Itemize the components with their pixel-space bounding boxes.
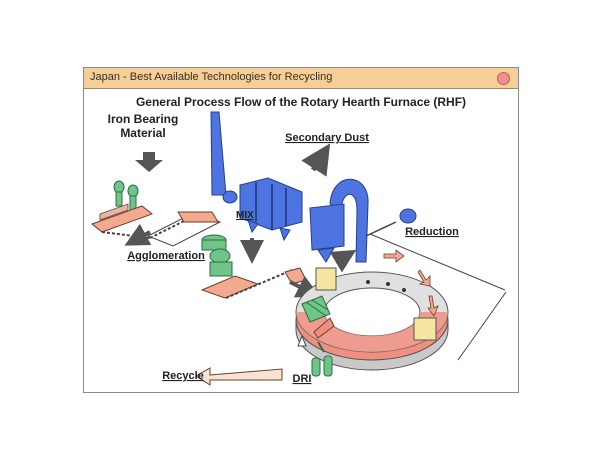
dust-collector bbox=[309, 203, 345, 251]
mixer-conveyor bbox=[146, 211, 222, 247]
green-hoppers bbox=[113, 180, 139, 211]
recycle-arrow-icon bbox=[195, 367, 283, 386]
discharge-screw bbox=[301, 295, 335, 339]
baghouse bbox=[239, 177, 303, 242]
iron-bearing-label-1: Iron Bearing bbox=[108, 112, 179, 126]
secondary-dust-arrow-icon bbox=[301, 143, 331, 177]
mix-label: MIX bbox=[236, 210, 254, 221]
reduction-fan-icon bbox=[399, 208, 417, 224]
dri-label: DRI bbox=[293, 373, 312, 385]
secondary-dust-label: Secondary Dust bbox=[285, 132, 369, 144]
agglomeration-label: Agglomeration bbox=[127, 250, 205, 262]
feed-conveyor bbox=[90, 203, 154, 239]
close-dot-icon[interactable] bbox=[497, 72, 510, 85]
recycle-label: Recycle bbox=[162, 370, 204, 382]
rotary-hearth-furnace bbox=[295, 267, 449, 371]
title-bar: Japan - Best Available Technologies for … bbox=[84, 68, 518, 89]
input-arrow-icon bbox=[135, 152, 163, 172]
reduction-label: Reduction bbox=[405, 226, 459, 238]
exhaust-duct bbox=[329, 178, 369, 263]
furnace-flow-arrows bbox=[329, 249, 439, 317]
diagram-title: General Process Flow of the Rotary Heart… bbox=[136, 95, 466, 109]
chimney bbox=[210, 111, 227, 196]
mixer bbox=[201, 234, 233, 277]
dri-bins bbox=[297, 334, 333, 377]
window-title: Japan - Best Available Technologies for … bbox=[90, 71, 333, 83]
iron-bearing-label-2: Material bbox=[120, 126, 165, 140]
